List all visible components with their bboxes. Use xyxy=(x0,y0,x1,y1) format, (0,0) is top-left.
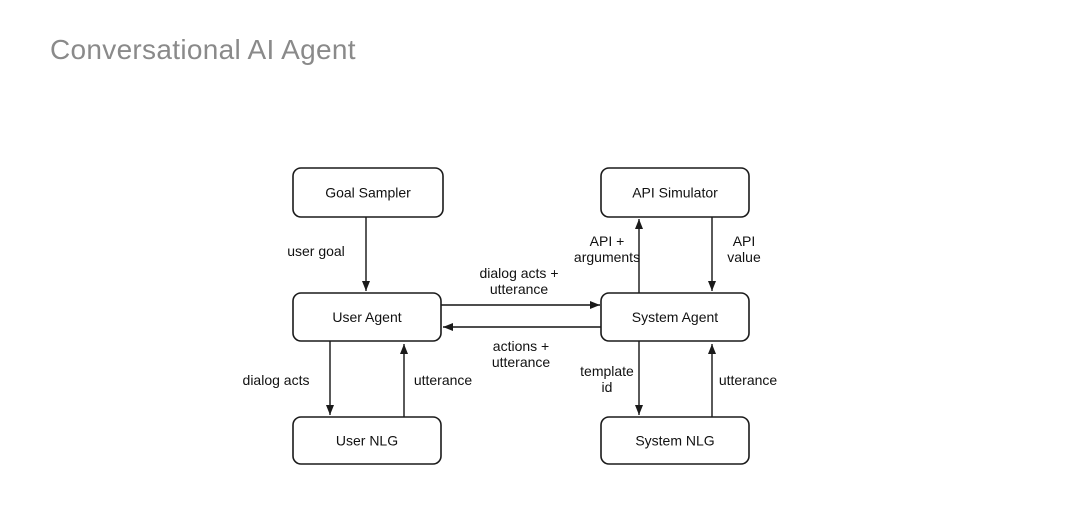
edge-label-actions-utterance: actions +utterance xyxy=(492,338,551,370)
edge-label-api-arguments: API +arguments xyxy=(574,233,640,265)
edge-label-dialog-acts-utterance: dialog acts +utterance xyxy=(480,265,559,297)
node-label-goal-sampler: Goal Sampler xyxy=(325,185,411,201)
node-api-simulator: API Simulator xyxy=(600,167,750,218)
node-label-user-nlg: User NLG xyxy=(336,433,398,449)
node-label-api-simulator: API Simulator xyxy=(632,185,718,201)
node-user-nlg: User NLG xyxy=(292,416,442,465)
node-goal-sampler: Goal Sampler xyxy=(292,167,444,218)
node-rect-user-nlg xyxy=(292,416,442,465)
node-label-system-agent: System Agent xyxy=(632,309,718,325)
page-title: Conversational AI Agent xyxy=(50,34,356,65)
node-rect-api-simulator xyxy=(600,167,750,218)
node-system-nlg: System NLG xyxy=(600,416,750,465)
node-rect-user-agent xyxy=(292,292,442,342)
edge-label-user-goal: user goal xyxy=(287,243,345,259)
node-rect-goal-sampler xyxy=(292,167,444,218)
edge-label-dialog-acts: dialog acts xyxy=(243,372,310,388)
node-rect-system-agent xyxy=(600,292,750,342)
node-rect-system-nlg xyxy=(600,416,750,465)
node-label-system-nlg: System NLG xyxy=(635,433,714,449)
node-label-user-agent: User Agent xyxy=(332,309,401,325)
node-user-agent: User Agent xyxy=(292,292,442,342)
edge-label-utterance-user: utterance xyxy=(414,372,473,388)
edge-label-utterance-system: utterance xyxy=(719,372,778,388)
node-system-agent: System Agent xyxy=(600,292,750,342)
